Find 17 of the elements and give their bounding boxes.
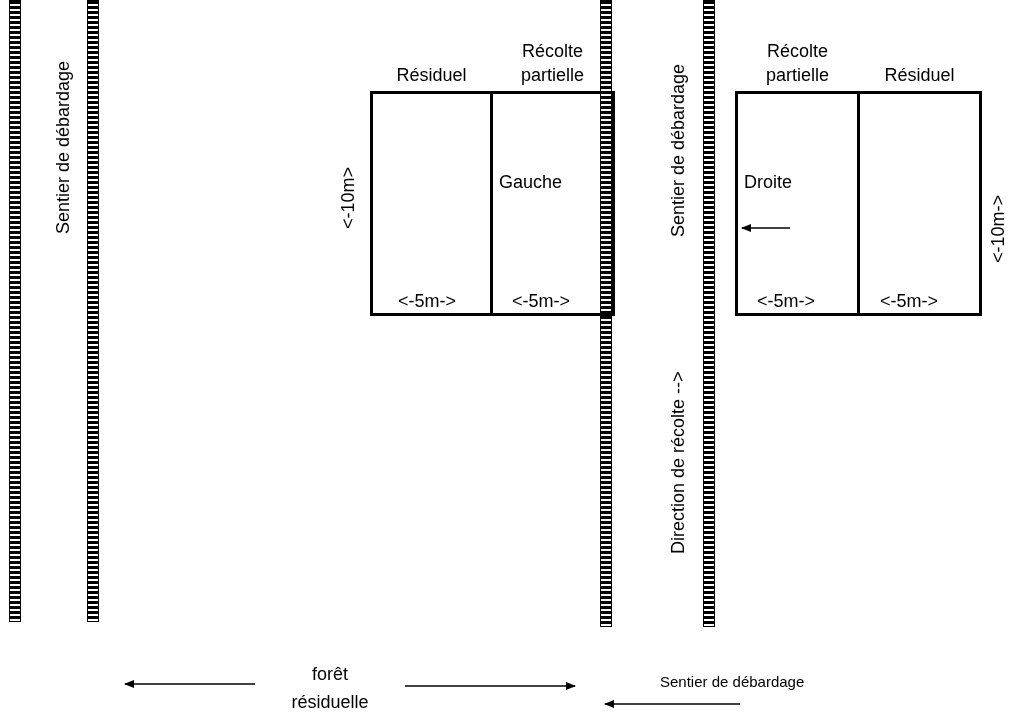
direction-label: Direction de récolte -->	[668, 370, 689, 556]
plot-label: Droite	[744, 172, 792, 193]
column-heading: Récolte partielle	[519, 40, 585, 87]
trail-label: Sentier de débardage	[53, 59, 74, 237]
trail-label: Sentier de débardage	[660, 673, 805, 690]
dimension-label: <-5m->	[757, 291, 816, 312]
forest-label: forêt résiduelle	[290, 663, 370, 714]
column-heading: Résiduel	[884, 64, 955, 87]
plot-label: Gauche	[499, 172, 563, 193]
column-heading: Résiduel	[396, 64, 467, 87]
dimension-label: <-10m>	[338, 165, 359, 231]
column-heading: Récolte partielle	[764, 40, 830, 87]
dimension-label: <-5m->	[880, 291, 939, 312]
dimension-label: <-10m->	[988, 194, 1009, 265]
trail-label: Sentier de débardage	[668, 62, 689, 240]
dimension-label: <-5m->	[398, 291, 457, 312]
dimension-label: <-5m->	[512, 291, 571, 312]
